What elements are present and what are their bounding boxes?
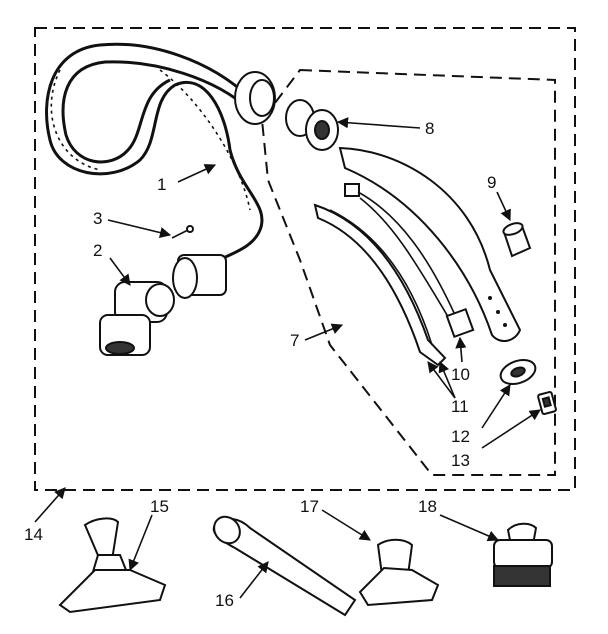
callout-10: 10 [451,365,470,384]
leader-12 [481,384,511,429]
callout-12: 12 [451,427,470,446]
leader-10 [455,336,467,363]
callout-2: 2 [93,241,102,260]
callout-18: 18 [418,497,437,516]
leader-15 [128,514,153,572]
callout-8: 8 [425,119,434,138]
bracket-part [537,390,557,416]
leader-16 [239,561,269,599]
leader-11b [438,360,456,399]
leader-7 [304,323,344,341]
callout-17: 17 [300,497,319,516]
wire-harness-part [344,183,475,339]
callout-7: 7 [290,331,299,350]
crevice-tool-part [212,515,357,617]
callout-16: 16 [215,591,234,610]
callout-13: 13 [451,451,470,470]
connector-part [285,99,339,151]
wand-assembly-boundary [260,68,556,476]
callout-14: 14 [24,525,43,544]
leader-17 [321,509,371,541]
leader-1 [177,164,217,183]
callout-9: 9 [487,173,496,192]
callout-3: 3 [93,209,102,228]
callout-15: 15 [150,497,169,516]
sleeve-part [502,222,532,258]
upholstery-tool-part [358,538,440,607]
leader-11a [427,361,456,399]
leader-14 [34,487,66,523]
callout-11: 11 [451,397,469,416]
leader-13 [481,409,541,449]
pin-part [171,225,194,239]
dusting-brush-part [493,522,553,587]
hose-part [45,42,276,299]
handle-rail-part [313,203,447,367]
kit-boundary-outer [34,27,576,491]
callout-1: 1 [157,175,166,194]
swivel-coupling-part [99,281,175,356]
floor-tool-part [58,517,167,614]
leader-9 [496,191,511,222]
leader-2 [109,257,131,286]
wand-tube-part [338,146,522,342]
leader-18 [439,514,500,542]
leader-3 [107,219,172,239]
leader-8 [336,117,421,129]
clip-part [499,358,537,386]
